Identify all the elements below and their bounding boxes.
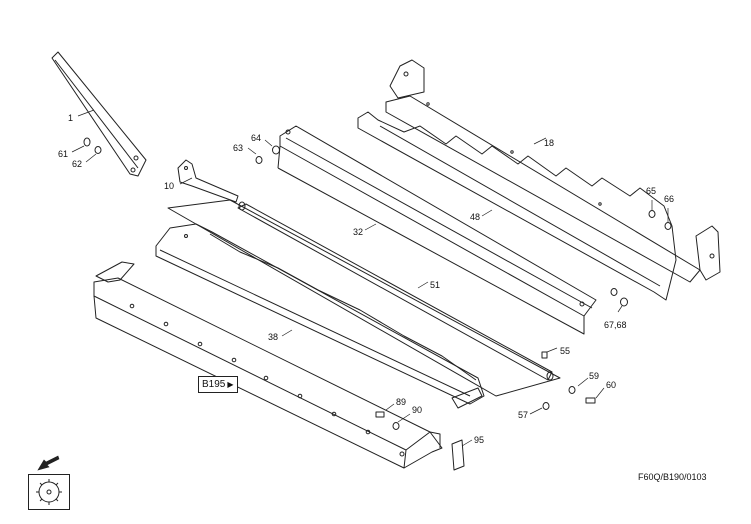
callout-63: 63 xyxy=(233,143,243,153)
callout-59: 59 xyxy=(589,371,599,381)
part-67-68-fasteners xyxy=(610,288,628,307)
part-18-rear-wall xyxy=(385,59,721,283)
callout-18: 18 xyxy=(544,138,554,148)
callout-62: 62 xyxy=(72,159,82,169)
callout-89: 89 xyxy=(396,397,406,407)
callout-1: 1 xyxy=(68,113,73,123)
triangle-right-icon: ▶ xyxy=(227,380,234,389)
part-55-57-59-60-fasteners xyxy=(541,351,596,410)
rotor-gear-icon xyxy=(36,479,62,505)
callout-51: 51 xyxy=(430,280,440,290)
rotor-gear-button[interactable] xyxy=(28,474,70,510)
callout-48: 48 xyxy=(470,212,480,222)
front-channel xyxy=(93,261,443,469)
drawing-code: F60Q/B190/0103 xyxy=(638,472,707,482)
part-51-shaft-sheet xyxy=(167,199,561,397)
callout-67-68: 67,68 xyxy=(604,320,627,330)
part-63-64-fasteners xyxy=(255,145,280,164)
part-95-bracket xyxy=(451,439,465,471)
part-1-lever-arm xyxy=(51,51,147,177)
callout-65: 65 xyxy=(646,186,656,196)
callout-labels: 1 10 18 32 38 48 51 55 57 59 60 61 62 63… xyxy=(58,113,674,445)
part-65-66-fasteners xyxy=(648,210,672,230)
leader-lines xyxy=(71,109,669,447)
arrow-down-left-icon xyxy=(37,455,60,471)
part-61-62-fasteners xyxy=(83,137,102,154)
part-89-90-fasteners xyxy=(375,411,400,430)
part-48-serrated-sheet xyxy=(357,111,677,301)
reference-b195-label: B195 xyxy=(202,379,226,390)
callout-95: 95 xyxy=(474,435,484,445)
callout-66: 66 xyxy=(664,194,674,204)
callout-64: 64 xyxy=(251,133,261,143)
callout-57: 57 xyxy=(518,410,528,420)
callout-10: 10 xyxy=(164,181,174,191)
callout-90: 90 xyxy=(412,405,422,415)
callout-55: 55 xyxy=(560,346,570,356)
callout-32: 32 xyxy=(353,227,363,237)
callout-61: 61 xyxy=(58,149,68,159)
part-10-pin xyxy=(177,159,239,203)
callout-60: 60 xyxy=(606,380,616,390)
part-32-profile-bar xyxy=(277,125,597,335)
callout-38: 38 xyxy=(268,332,278,342)
part-38-floor-plate xyxy=(155,223,485,409)
reference-b195-link[interactable]: B195▶ xyxy=(198,376,238,393)
